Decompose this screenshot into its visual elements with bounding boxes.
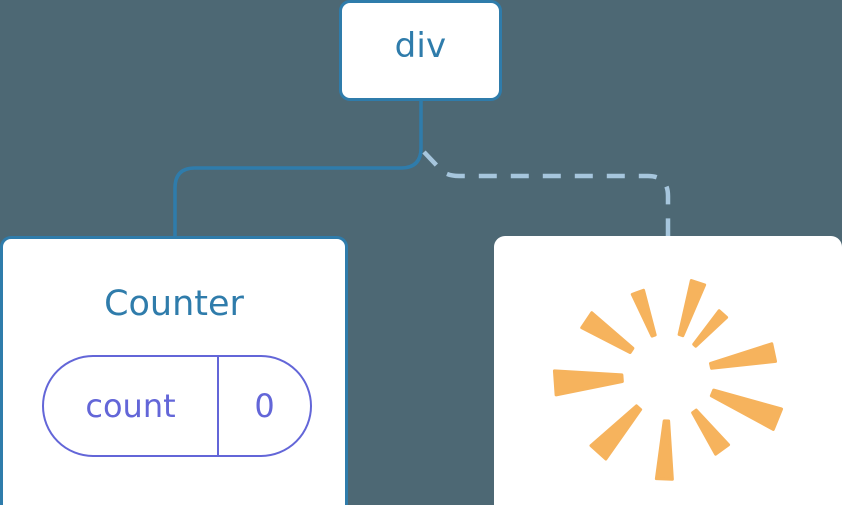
spinner-ray-group — [552, 279, 784, 481]
edge-div-to-spinner — [422, 150, 671, 238]
spinner-ray-6 — [589, 404, 643, 461]
node-counter-label: Counter — [104, 284, 244, 324]
node-div[interactable]: div — [339, 0, 502, 101]
spinner-ray-9 — [630, 288, 657, 338]
spinner-ray-4 — [691, 408, 731, 456]
spinner-ray-1 — [692, 309, 729, 348]
loading-spinner-icon — [552, 279, 784, 481]
node-spinner[interactable] — [494, 236, 842, 505]
node-div-label: div — [394, 26, 447, 66]
node-counter[interactable]: Counter count 0 — [0, 236, 348, 505]
state-key-label: count — [44, 357, 219, 455]
edge-div-to-counter — [173, 101, 423, 238]
state-value-label: 0 — [254, 387, 275, 425]
state-pill-count[interactable]: count 0 — [42, 355, 312, 457]
spinner-ray-7 — [552, 369, 624, 397]
spinner-ray-5 — [654, 419, 674, 481]
spinner-ray-3 — [709, 388, 784, 431]
spinner-ray-2 — [709, 342, 778, 370]
spinner-ray-8 — [580, 311, 635, 354]
spinner-ray-0 — [677, 279, 707, 338]
